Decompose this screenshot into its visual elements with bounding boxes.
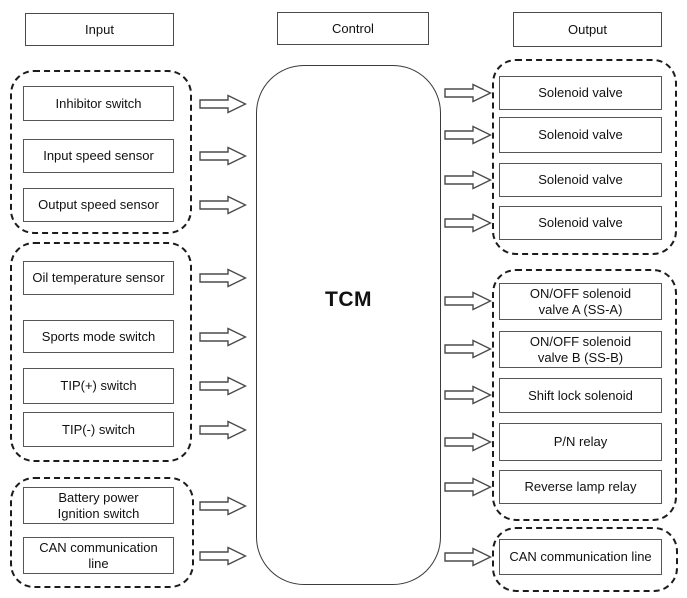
tcm-label: TCM: [325, 288, 372, 311]
flow-arrow-icon: [444, 547, 492, 567]
output-column-header: Output: [513, 12, 662, 47]
output-box-solenoid-valve-4: Solenoid valve: [499, 206, 662, 240]
control-header-label: Control: [332, 21, 374, 36]
tcm-control-unit: TCM: [256, 65, 441, 585]
flow-arrow-icon: [199, 420, 247, 440]
output-box-shift-lock-solenoid: Shift lock solenoid: [499, 378, 662, 413]
input-box-tip-minus-switch: TIP(-) switch: [23, 412, 174, 447]
input-box-battery-power-ignition-switch: Battery power Ignition switch: [23, 487, 174, 524]
output-box-reverse-lamp-relay: Reverse lamp relay: [499, 470, 662, 504]
flow-arrow-icon: [444, 291, 492, 311]
input-group-mode-switches-outline: [10, 242, 192, 462]
output-group-can-outline: [492, 527, 678, 592]
output-group-relays-solenoids-outline: [492, 269, 677, 521]
input-box-oil-temperature-sensor: Oil temperature sensor: [23, 261, 174, 295]
output-box-solenoid-valve-1: Solenoid valve: [499, 76, 662, 110]
output-box-solenoid-valve-2: Solenoid valve: [499, 117, 662, 153]
flow-arrow-icon: [444, 385, 492, 405]
flow-arrow-icon: [444, 170, 492, 190]
input-box-input-speed-sensor: Input speed sensor: [23, 139, 174, 173]
flow-arrow-icon: [199, 94, 247, 114]
flow-arrow-icon: [199, 268, 247, 288]
flow-arrow-icon: [444, 125, 492, 145]
output-box-solenoid-valve-3: Solenoid valve: [499, 163, 662, 197]
input-column-header: Input: [25, 13, 174, 46]
output-box-can-communication-line: CAN communication line: [499, 539, 662, 575]
control-column-header: Control: [277, 12, 429, 45]
flow-arrow-icon: [199, 195, 247, 215]
output-box-onoff-solenoid-valve-b: ON/OFF solenoid valve B (SS-B): [499, 331, 662, 368]
flow-arrow-icon: [444, 83, 492, 103]
flow-arrow-icon: [444, 339, 492, 359]
output-header-label: Output: [567, 22, 608, 37]
input-box-output-speed-sensor: Output speed sensor: [23, 188, 174, 222]
flow-arrow-icon: [444, 477, 492, 497]
output-group-solenoid-valves-outline: [492, 59, 677, 255]
flow-arrow-icon: [199, 146, 247, 166]
flow-arrow-icon: [199, 327, 247, 347]
flow-arrow-icon: [199, 546, 247, 566]
flow-arrow-icon: [199, 376, 247, 396]
output-box-pn-relay: P/N relay: [499, 423, 662, 461]
input-box-can-communication-line: CAN communication line: [23, 537, 174, 574]
input-box-sports-mode-switch: Sports mode switch: [23, 320, 174, 353]
flow-arrow-icon: [444, 432, 492, 452]
flow-arrow-icon: [199, 496, 247, 516]
input-box-inhibitor-switch: Inhibitor switch: [23, 86, 174, 121]
flow-arrow-icon: [444, 213, 492, 233]
output-box-onoff-solenoid-valve-a: ON/OFF solenoid valve A (SS-A): [499, 283, 662, 320]
input-group-power-can-outline: [10, 477, 194, 588]
input-group-speed-sensors-outline: [10, 70, 192, 234]
input-box-tip-plus-switch: TIP(+) switch: [23, 368, 174, 404]
input-header-label: Input: [85, 22, 114, 37]
